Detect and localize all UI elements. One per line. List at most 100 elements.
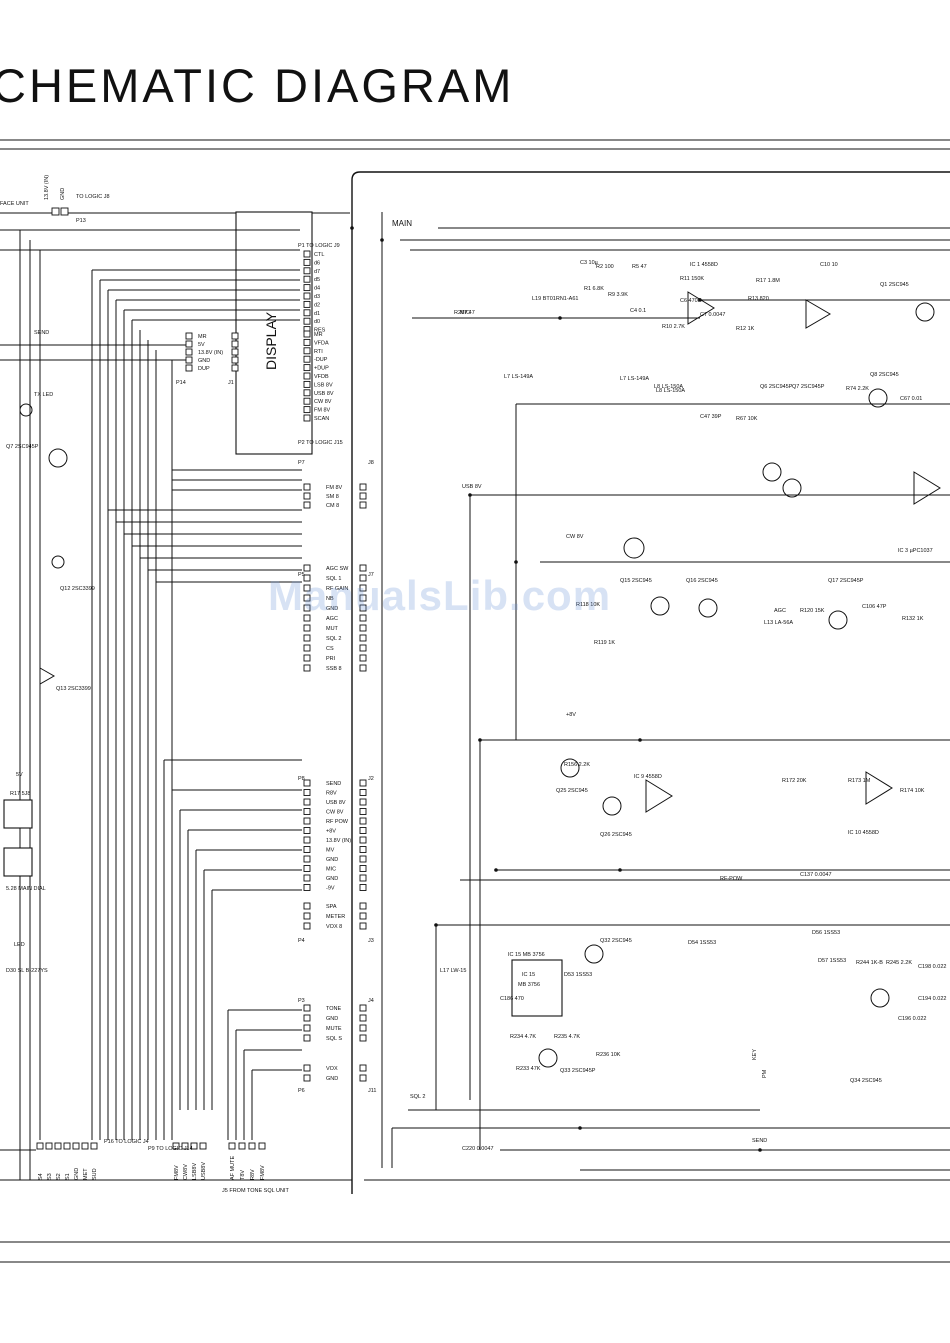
transistor-label: Q16 2SC945 bbox=[686, 578, 718, 584]
display-p1-pin bbox=[303, 292, 311, 300]
j3-pin-mate bbox=[359, 922, 367, 930]
j6-pin-label: NB bbox=[326, 596, 334, 602]
component-label: C3 10µ bbox=[580, 260, 599, 266]
component-label: R119 1K bbox=[594, 640, 615, 646]
left-bus-wiring bbox=[0, 229, 352, 1181]
svg-text:L7 LS-149A: L7 LS-149A bbox=[504, 374, 533, 380]
junction-dot bbox=[468, 493, 472, 497]
svg-text:5V: 5V bbox=[16, 772, 23, 778]
page-title: CHEMATIC DIAGRAM bbox=[0, 59, 515, 112]
svg-text:P4: P4 bbox=[298, 938, 305, 944]
component-label: R12 1K bbox=[736, 326, 755, 332]
display-p1-pin-label: d0 bbox=[314, 319, 320, 325]
j2-pin bbox=[303, 789, 311, 796]
j7-pin-label: SM 8 bbox=[326, 494, 339, 500]
j2-pin-mate bbox=[359, 789, 367, 796]
junction-dot bbox=[638, 738, 642, 742]
p16-pin bbox=[72, 1142, 80, 1150]
send-bottom-label: SEND bbox=[752, 1138, 767, 1144]
p16-pin bbox=[90, 1142, 98, 1150]
j2-pin bbox=[303, 855, 311, 863]
display-p2-pin bbox=[303, 372, 311, 380]
p14-pin-mate bbox=[231, 356, 239, 364]
component-label: C4 0.1 bbox=[630, 308, 646, 314]
j4-pin-label: TONE bbox=[326, 1006, 342, 1012]
p14-pin-label: 5V bbox=[198, 342, 205, 348]
j6-pin bbox=[303, 574, 311, 582]
j5-pin-label: T8V bbox=[240, 1170, 246, 1180]
p9-pin bbox=[190, 1142, 198, 1150]
send-label: SEND bbox=[34, 330, 49, 336]
j2-pin-label: -9V bbox=[326, 886, 335, 892]
j6-pin bbox=[303, 654, 311, 662]
display-p1-pin-label: CTL bbox=[314, 252, 324, 258]
frame-lines bbox=[0, 139, 950, 1263]
j6-pin bbox=[303, 634, 311, 642]
j2-pin bbox=[303, 817, 311, 825]
display-p1-label: P1 TO LOGIC J9 bbox=[298, 243, 340, 249]
j6-pin bbox=[303, 664, 311, 672]
j6-pin bbox=[303, 644, 311, 652]
display-p2-pin bbox=[303, 406, 311, 414]
svg-text:D30 SL B-227YS: D30 SL B-227YS bbox=[6, 968, 48, 974]
j2-pin bbox=[303, 798, 311, 806]
p14-pin-mate bbox=[231, 364, 239, 372]
j6-pin-label: SQL 1 bbox=[326, 576, 341, 582]
p9-pin bbox=[199, 1142, 207, 1150]
j5-pin-label: FM8V bbox=[260, 1165, 266, 1180]
component-label: R120 15K bbox=[800, 608, 825, 614]
component-label: R13 820 bbox=[748, 296, 769, 302]
tx-led-label: TX LED bbox=[34, 392, 53, 398]
svg-text:Q13 2SC3399: Q13 2SC3399 bbox=[56, 686, 91, 692]
j11-pin bbox=[303, 1074, 311, 1082]
display-p1-pin bbox=[303, 267, 311, 275]
display-p1-pin bbox=[303, 258, 311, 266]
j2-pin-mate bbox=[359, 836, 367, 844]
component-label: C196 0.022 bbox=[898, 1016, 926, 1022]
j6-pin bbox=[303, 614, 311, 622]
p14-pin-label: DUP bbox=[198, 366, 210, 372]
junction-dot bbox=[758, 1148, 762, 1152]
p9-pin-label: FM8V bbox=[174, 1165, 180, 1180]
ic3-label: IC 3 µPC1037 bbox=[898, 548, 933, 554]
j6-pin-label: RF GAIN bbox=[326, 586, 348, 592]
component-label: C10 10 bbox=[820, 262, 838, 268]
display-p2-pin bbox=[303, 380, 311, 388]
junction-dot bbox=[434, 923, 438, 927]
j2-pin-mate bbox=[359, 808, 367, 815]
j3-pin-mate bbox=[359, 912, 367, 920]
rf-pow-label: RF-POW bbox=[720, 876, 743, 882]
component-label: R1 6.8K bbox=[584, 286, 604, 292]
transistor-label: Q6 2SC945P bbox=[760, 384, 793, 390]
component-label: C106 47P bbox=[862, 604, 887, 610]
j6-pin bbox=[303, 564, 311, 572]
p14-pin-label: MR bbox=[198, 334, 207, 340]
p16-pin bbox=[63, 1142, 71, 1150]
ic1-label: IC 1 4558D bbox=[690, 262, 718, 268]
ic10-label: IC 10 4558D bbox=[848, 830, 879, 836]
j11-pin-label: GND bbox=[326, 1076, 338, 1082]
p14-pin bbox=[185, 356, 193, 364]
component-label: R5 47 bbox=[632, 264, 647, 270]
svg-text:LED: LED bbox=[14, 942, 25, 948]
j6-pin-mate bbox=[359, 574, 367, 582]
j3-pin-mate bbox=[359, 902, 367, 910]
component-label: R17 1.8M bbox=[756, 278, 780, 284]
component-label: D57 1SS53 bbox=[818, 958, 846, 964]
j3-pin-label: VOX 8 bbox=[326, 924, 342, 930]
component-label: L7 LS-149A bbox=[620, 376, 649, 382]
p14-pin bbox=[185, 340, 193, 348]
j7-pin-mate bbox=[359, 492, 367, 500]
agc-label: AGC bbox=[774, 608, 786, 614]
svg-text:P7: P7 bbox=[298, 460, 305, 466]
j4-pin bbox=[303, 1024, 311, 1032]
component-label: D53 1SS53 bbox=[564, 972, 592, 978]
component-label: R156 2.2K bbox=[564, 762, 590, 768]
to-logic-j8-label: TO LOGIC J8 bbox=[76, 194, 110, 200]
display-p1-pin-label: d4 bbox=[314, 286, 320, 292]
component-label: D54 1SS53 bbox=[688, 940, 716, 946]
